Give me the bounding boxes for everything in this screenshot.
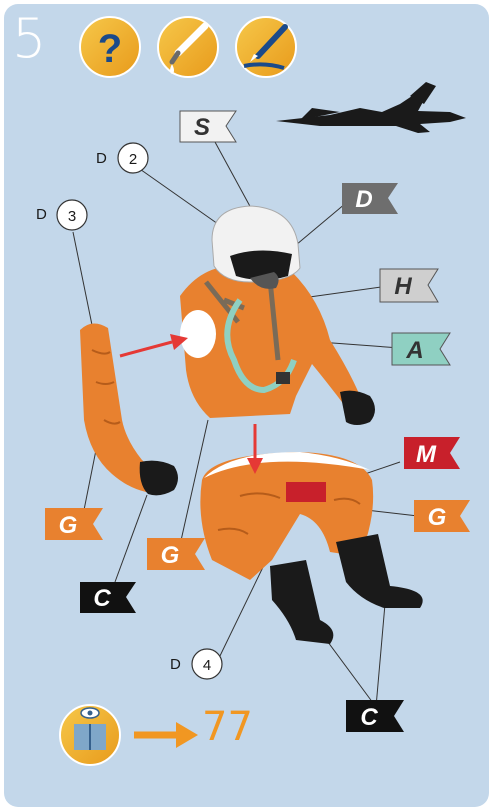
svg-text:4: 4 bbox=[203, 657, 211, 674]
svg-text:D: D bbox=[355, 186, 372, 213]
pen-paint-icon[interactable] bbox=[235, 16, 297, 78]
flag-m: M bbox=[404, 437, 460, 469]
callout-d4: D 4 bbox=[170, 648, 223, 680]
callout-d3: D 3 bbox=[36, 199, 88, 231]
question-icon[interactable]: ? bbox=[79, 16, 141, 78]
flag-c-left: C bbox=[80, 582, 136, 613]
book-eye-icon[interactable] bbox=[59, 704, 121, 766]
brush-drip-icon[interactable] bbox=[157, 16, 219, 78]
flag-g-right: G bbox=[414, 500, 470, 532]
svg-text:2: 2 bbox=[129, 151, 137, 168]
pilot-helmet-part bbox=[211, 205, 301, 289]
pilot-legs-part bbox=[200, 452, 423, 644]
svg-text:C: C bbox=[93, 585, 111, 612]
flag-g-left: G bbox=[45, 508, 103, 540]
svg-text:A: A bbox=[405, 337, 423, 364]
svg-text:G: G bbox=[59, 512, 78, 539]
flag-c-right: C bbox=[346, 700, 404, 732]
svg-text:G: G bbox=[161, 542, 180, 569]
svg-text:C: C bbox=[360, 704, 378, 731]
svg-text:3: 3 bbox=[68, 208, 76, 225]
flag-d: D bbox=[342, 183, 398, 214]
flag-h: H bbox=[379, 268, 439, 303]
svg-text:D: D bbox=[36, 206, 47, 223]
jet-fighter-silhouette bbox=[276, 82, 466, 133]
svg-text:G: G bbox=[428, 504, 447, 531]
fit-arrow-legs bbox=[247, 424, 263, 474]
step-number: 5 bbox=[12, 7, 47, 70]
svg-text:?: ? bbox=[98, 27, 122, 71]
svg-text:D: D bbox=[170, 656, 181, 673]
callout-d2: D 2 bbox=[96, 142, 149, 174]
flag-a: A bbox=[391, 332, 451, 366]
pilot-arm-part bbox=[80, 323, 178, 496]
svg-text:H: H bbox=[394, 273, 412, 300]
reference-page-number[interactable]: 77 bbox=[202, 704, 253, 750]
flag-s: S bbox=[179, 110, 237, 143]
svg-text:M: M bbox=[416, 441, 437, 468]
svg-text:S: S bbox=[194, 114, 210, 141]
leader-lines bbox=[72, 141, 419, 708]
fit-arrow-arm bbox=[119, 334, 188, 358]
pilot-torso-part bbox=[180, 265, 375, 425]
reference-arrow bbox=[134, 722, 198, 748]
flag-g-middle: G bbox=[147, 538, 205, 570]
svg-text:D: D bbox=[96, 150, 107, 167]
